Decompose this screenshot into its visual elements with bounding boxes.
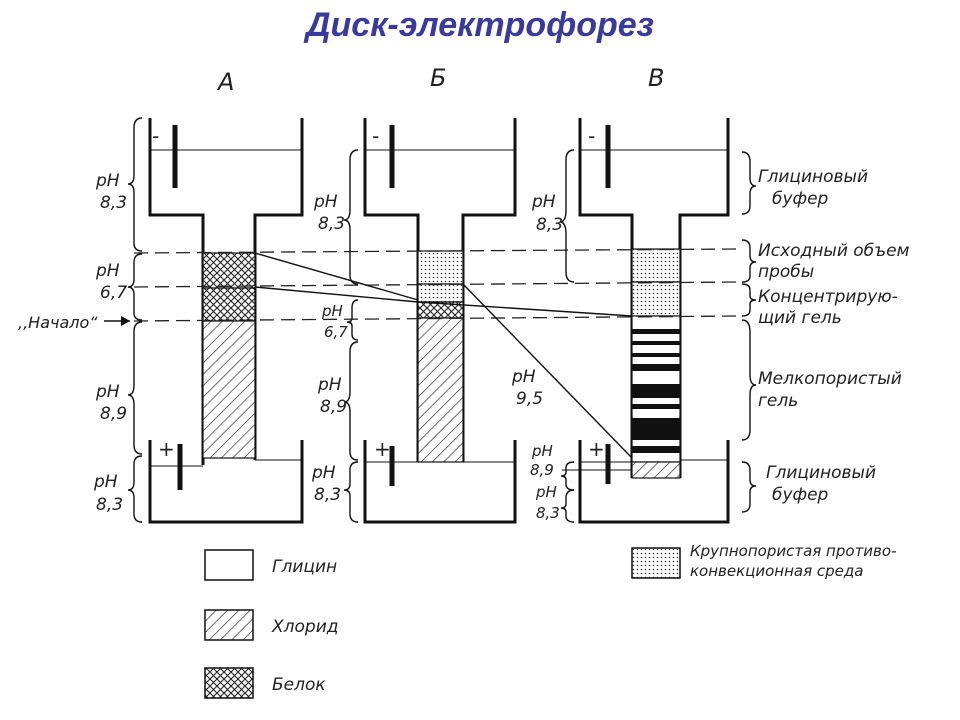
protein-band-a-lower (202, 287, 256, 322)
ph-value-a-top: 8,3 (100, 193, 127, 213)
chloride-zone-b (417, 317, 464, 463)
dashed-guide-lines (133, 248, 741, 322)
ph-value-c-bottom2: 8,3 (536, 504, 560, 522)
medium-zone-c-lower (631, 281, 681, 317)
legend-swatch-medium (631, 547, 681, 579)
ph-value-b-mid: 6,7 (324, 323, 348, 341)
start-arrow-head (121, 316, 130, 326)
ph-label-b-bottom: pH (311, 463, 336, 483)
ph-value-b-top: 8,3 (318, 214, 345, 234)
ph-value-b-bottom: 8,3 (314, 485, 341, 505)
ph-label-a-gel: pH (95, 382, 120, 402)
ph-label-c-top: pH (531, 192, 556, 212)
plus-sign-c: + (588, 437, 605, 461)
chloride-zone-a (202, 320, 256, 459)
ph-label-a-bottom: pH (93, 472, 118, 492)
label-stacking-gel-2: щий гель (758, 308, 842, 328)
page-title: Диск-электрофорез (305, 6, 655, 44)
label-sample-volume-2: пробы (758, 262, 814, 282)
minus-sign-a: - (152, 124, 159, 148)
ph-value-a-gel: 8,9 (100, 404, 127, 424)
column-label-a: А (216, 68, 234, 96)
label-bottom-buffer-1: Глициновый (766, 463, 876, 483)
label-bottom-buffer-2: буфер (772, 485, 829, 505)
legend-label-medium-1: Крупнопористая противо- (690, 542, 896, 560)
start-label: ,,Начало“ (18, 313, 98, 332)
column-label-c: В (648, 64, 664, 92)
migration-lines (254, 252, 633, 459)
ph-value-c-top: 8,3 (536, 215, 563, 235)
legend-swatch-glycine (204, 549, 254, 581)
braces (127, 117, 575, 523)
right-braces (741, 151, 757, 513)
ph-label-b-mid: pH (321, 302, 343, 320)
label-stacking-gel-1: Концентрирую- (758, 287, 898, 307)
ph-value-a-bottom: 8,3 (96, 495, 123, 515)
ph-label-a-sample: pH (95, 261, 120, 281)
medium-zone-c-upper (631, 248, 681, 283)
ph-value-c-bottom1: 8,9 (530, 461, 554, 479)
ph-value-a-sample: 6,7 (100, 283, 127, 303)
ph-label-c-gel: pH (511, 367, 536, 387)
legend-label-protein: Белок (272, 675, 326, 695)
label-sample-volume-1: Исходный объем (758, 241, 910, 261)
ph-label-c-bottom1: pH (531, 442, 553, 460)
ph-value-c-gel: 9,5 (516, 389, 543, 409)
legend-swatch-protein (204, 667, 254, 699)
legend-label-medium-2: конвекционная среда (690, 562, 863, 580)
legend-swatch-chloride (204, 609, 254, 641)
column-label-b: Б (430, 64, 446, 92)
ph-value-b-gel: 8,9 (320, 397, 347, 417)
medium-zone-b-lower (417, 283, 464, 303)
label-top-buffer-1: Глициновый (758, 167, 868, 187)
legend-label-chloride: Хлорид (271, 617, 339, 637)
medium-zone-b (417, 250, 464, 285)
chloride-zone-c (631, 461, 681, 479)
plus-sign-b: + (374, 437, 391, 461)
label-separating-gel-2: гель (758, 391, 798, 411)
minus-sign-b: - (372, 124, 379, 148)
ph-label-a-top: pH (95, 171, 120, 191)
legend-label-glycine: Глицин (272, 557, 337, 577)
ph-label-b-top: pH (313, 192, 338, 212)
ph-label-b-gel: pH (317, 375, 342, 395)
label-separating-gel-1: Мелкопористый (758, 369, 902, 389)
minus-sign-c: - (588, 124, 595, 148)
protein-bands-c (632, 329, 680, 453)
plus-sign-a: + (158, 437, 175, 461)
label-top-buffer-2: буфер (772, 189, 829, 209)
ph-label-c-bottom2: pH (535, 483, 557, 501)
protein-band-a-upper (202, 252, 256, 289)
